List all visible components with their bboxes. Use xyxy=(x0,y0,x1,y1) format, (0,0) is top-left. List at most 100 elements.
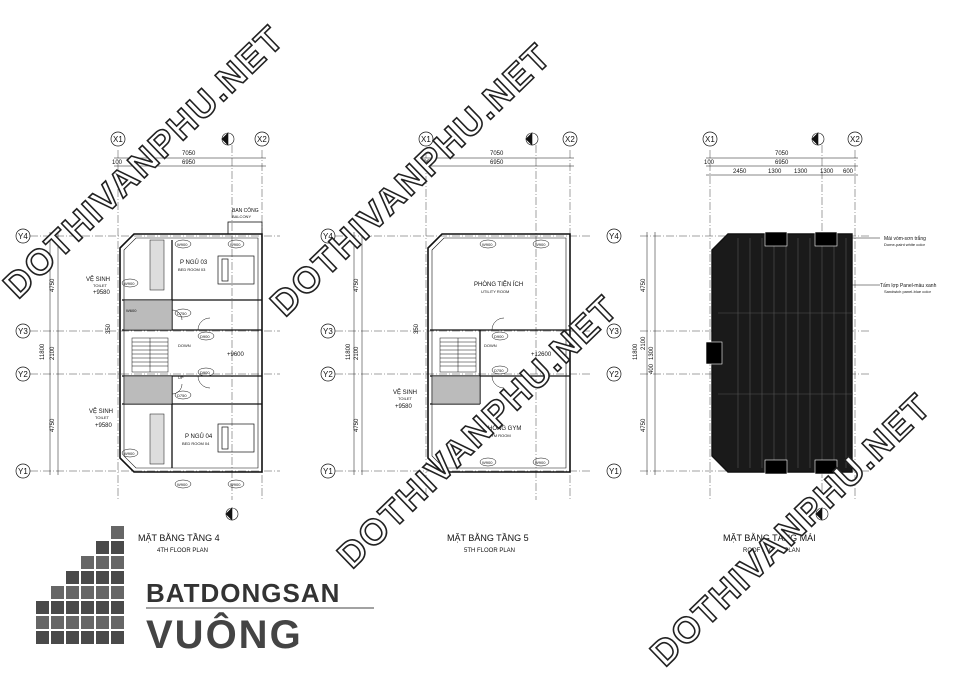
logo-block xyxy=(36,616,49,629)
stair-down: DOWN xyxy=(484,343,497,348)
dim-top-edge: 100 xyxy=(704,160,715,166)
dim-side-b: 2100 xyxy=(50,346,56,360)
logo-block xyxy=(96,631,109,644)
tag-w600: W600 xyxy=(126,308,137,313)
logo-block xyxy=(81,556,94,569)
logo-block xyxy=(51,601,64,614)
tag-d900: D900 xyxy=(494,334,504,339)
dimension-lines xyxy=(646,157,858,475)
balcony xyxy=(227,221,263,235)
bed-04 xyxy=(217,423,255,453)
room-balcony-en: BALCONY xyxy=(232,214,251,219)
logo-block xyxy=(66,601,79,614)
logo-block xyxy=(81,601,94,614)
dim-side-d: 400 xyxy=(649,363,655,374)
opening-tags xyxy=(479,239,550,467)
exterior-wall xyxy=(427,233,571,473)
logo-block xyxy=(66,586,79,599)
logo-block xyxy=(96,586,109,599)
logo-block xyxy=(111,541,124,554)
dim-side-c: 350 xyxy=(106,323,112,334)
dim-side-total: 11800 xyxy=(633,343,639,360)
tag-w900: W900 xyxy=(124,451,135,456)
wc-level: +9580 xyxy=(395,404,413,410)
dim-side-e: 4750 xyxy=(641,418,647,432)
exterior-wall-inner xyxy=(431,237,567,469)
logo-block xyxy=(111,556,124,569)
exterior-wall-inner xyxy=(123,237,259,469)
logo-block xyxy=(111,586,124,599)
note-panel: Tấm lợp Panel-màu xanh xyxy=(880,283,937,289)
dim-side-c: 350 xyxy=(414,323,420,334)
axis-x2-label: X2 xyxy=(850,135,860,144)
room-utility-en: UTILITY ROOM xyxy=(481,289,509,294)
logo-block xyxy=(111,526,124,539)
tag-d900: D900 xyxy=(200,370,210,375)
logo-block xyxy=(51,586,64,599)
logo-block xyxy=(66,571,79,584)
dim-top-inner: 6950 xyxy=(775,160,789,166)
dim-side-d: 4750 xyxy=(354,418,360,432)
room-wc2: VỆ SINH xyxy=(89,407,113,415)
logo-grid-icon xyxy=(36,526,124,644)
room-bed3: P NGỦ 03 xyxy=(180,259,208,266)
tag-w900: W900 xyxy=(177,242,188,247)
dim-top-edge: 100 xyxy=(420,160,431,166)
logo-block xyxy=(66,631,79,644)
logo-block xyxy=(81,616,94,629)
axis-y4-label: Y4 xyxy=(18,232,28,241)
door-swings xyxy=(491,317,505,389)
plan-5th-labels: X1 X2 Y4 Y3 Y2 Y1 7050 6950 100 11800 47… xyxy=(323,135,575,476)
watermark-text: DOTHIVANPHU.NET xyxy=(0,17,292,306)
stair-up: UP xyxy=(178,375,184,380)
tag-d750: D750 xyxy=(177,311,187,316)
tag-w900: W900 xyxy=(177,482,188,487)
dim-side-total: 11800 xyxy=(346,343,352,360)
dimension-lines xyxy=(353,157,574,475)
logo-block xyxy=(111,631,124,644)
pillow xyxy=(221,258,229,282)
room-balcony: BAN CÔNG xyxy=(232,207,259,214)
room-bed3-en: BED ROOM 03 xyxy=(178,267,206,272)
axis-x2-label: X2 xyxy=(565,135,575,144)
dim-side-d: 4750 xyxy=(50,418,56,432)
plan-4th-floor xyxy=(15,131,280,521)
plan-4th-title: MẶT BẰNG TẦNG 4 xyxy=(138,533,220,543)
door-swings xyxy=(171,309,211,395)
dim-seg1: 2450 xyxy=(733,169,747,175)
axis-y3-label: Y3 xyxy=(323,327,333,336)
logo-block xyxy=(66,616,79,629)
roof-seams xyxy=(718,238,852,468)
toilet-floor-1 xyxy=(123,299,173,331)
axis-y2-label: Y2 xyxy=(323,370,333,379)
plan-5th-floor xyxy=(320,131,622,500)
section-markers xyxy=(221,132,239,521)
room-wc2-en: TOILET xyxy=(95,415,109,420)
plan-4th-labels: X1 X2 Y4 Y3 Y2 Y1 7050 6950 100 11800 47… xyxy=(18,135,267,487)
room-wc: VỆ SINH xyxy=(393,388,417,396)
dim-top-total: 7050 xyxy=(182,151,196,157)
section-markers xyxy=(811,132,829,521)
toilet-floor-2 xyxy=(123,375,173,405)
tag-d750: D750 xyxy=(177,393,187,398)
room-gym-en: GYM ROOM xyxy=(488,433,511,438)
tag-w900: W900 xyxy=(535,460,546,465)
axis-y4-label: Y4 xyxy=(609,232,619,241)
note-dome: Mái vòm-sơn trắng xyxy=(884,235,926,242)
axis-x2-label: X2 xyxy=(257,135,267,144)
floor-level: +9600 xyxy=(227,352,245,358)
dimension-lines xyxy=(49,157,266,475)
room-wc-en: TOILET xyxy=(93,283,107,288)
wc2-level: +9580 xyxy=(95,423,113,429)
dome-caps xyxy=(705,231,838,475)
logo-block xyxy=(111,616,124,629)
axis-y3-label: Y3 xyxy=(609,327,619,336)
tag-w900: W900 xyxy=(535,242,546,247)
axis-x1-label: X1 xyxy=(705,135,715,144)
plan-5th-title: MẶT BẰNG TẦNG 5 xyxy=(447,533,529,543)
dim-top-total: 7050 xyxy=(490,151,504,157)
logo-block xyxy=(51,631,64,644)
dim-seg3: 1300 xyxy=(794,169,808,175)
dim-top-total: 7050 xyxy=(775,151,789,157)
